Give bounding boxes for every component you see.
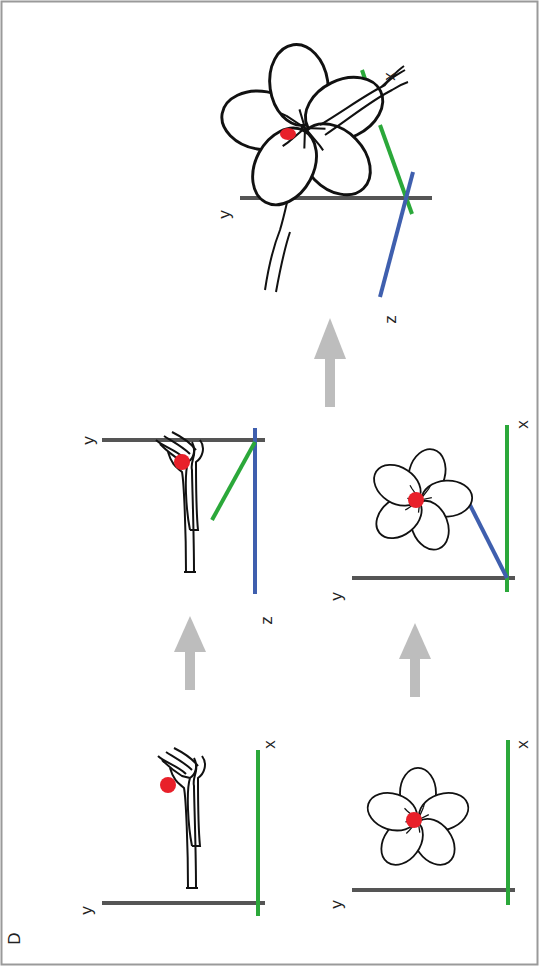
axis-label: x (513, 420, 530, 429)
axis-label: x (513, 740, 530, 749)
axis-label: y (77, 906, 94, 915)
axis-label: y (327, 900, 344, 909)
axis-label: y (215, 210, 232, 219)
panel-letter: D (5, 932, 22, 944)
axis-label: y (327, 592, 344, 601)
axis-label: x (260, 740, 277, 749)
axis-label: y (79, 436, 96, 445)
axis-label: z (381, 315, 398, 324)
axis-label: x (380, 72, 397, 81)
axis-label: z (257, 616, 274, 625)
